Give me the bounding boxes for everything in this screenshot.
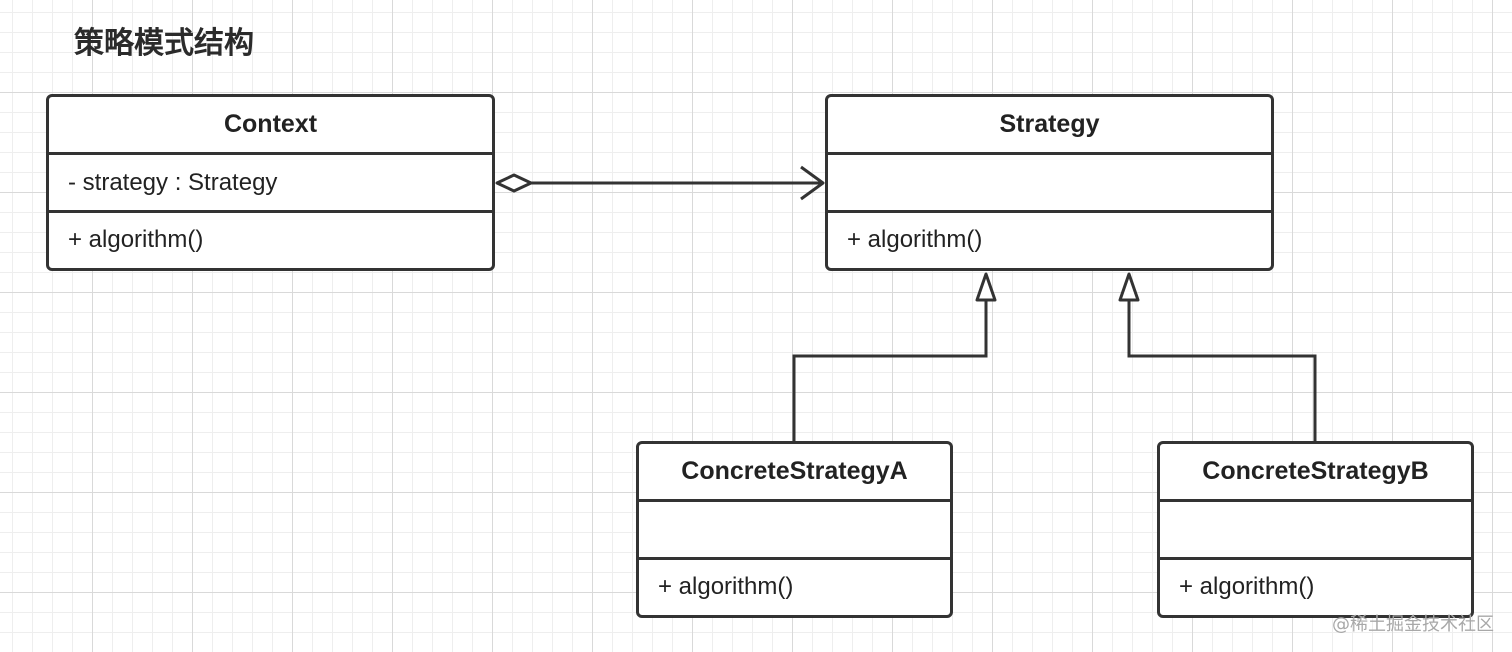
class-attributes [639, 499, 950, 557]
diagram-title: 策略模式结构 [74, 26, 254, 61]
class-attributes [828, 152, 1271, 210]
class-operations: + algorithm() [639, 557, 950, 613]
class-name: ConcreteStrategyB [1202, 457, 1429, 485]
generalization-triangle-b [1118, 272, 1140, 302]
class-name: ConcreteStrategyA [681, 457, 908, 485]
generalization-connector-b [1118, 272, 1317, 441]
class-attributes [1160, 499, 1471, 557]
class-operations: + algorithm() [49, 210, 492, 266]
class-concrete-strategy-a[interactable]: ConcreteStrategyA + algorithm() [636, 441, 953, 618]
class-concrete-strategy-b[interactable]: ConcreteStrategyB + algorithm() [1157, 441, 1474, 618]
generalization-line-a [792, 300, 988, 441]
watermark: @稀土掘金技术社区 [1332, 614, 1494, 635]
class-attributes: - strategy : Strategy [49, 152, 492, 210]
class-operations: + algorithm() [828, 210, 1271, 266]
aggregation-connector [495, 165, 825, 201]
generalization-connector-a [792, 272, 997, 441]
aggregation-diamond [495, 173, 533, 193]
generalization-line-b [1127, 300, 1317, 441]
generalization-triangle-a [975, 272, 997, 302]
class-strategy[interactable]: Strategy + algorithm() [825, 94, 1274, 271]
association-arrowhead [800, 165, 825, 201]
class-operations: + algorithm() [1160, 557, 1471, 613]
class-context[interactable]: Context - strategy : Strategy + algorith… [46, 94, 495, 271]
class-name: Strategy [999, 110, 1100, 138]
class-name: Context [223, 110, 318, 138]
